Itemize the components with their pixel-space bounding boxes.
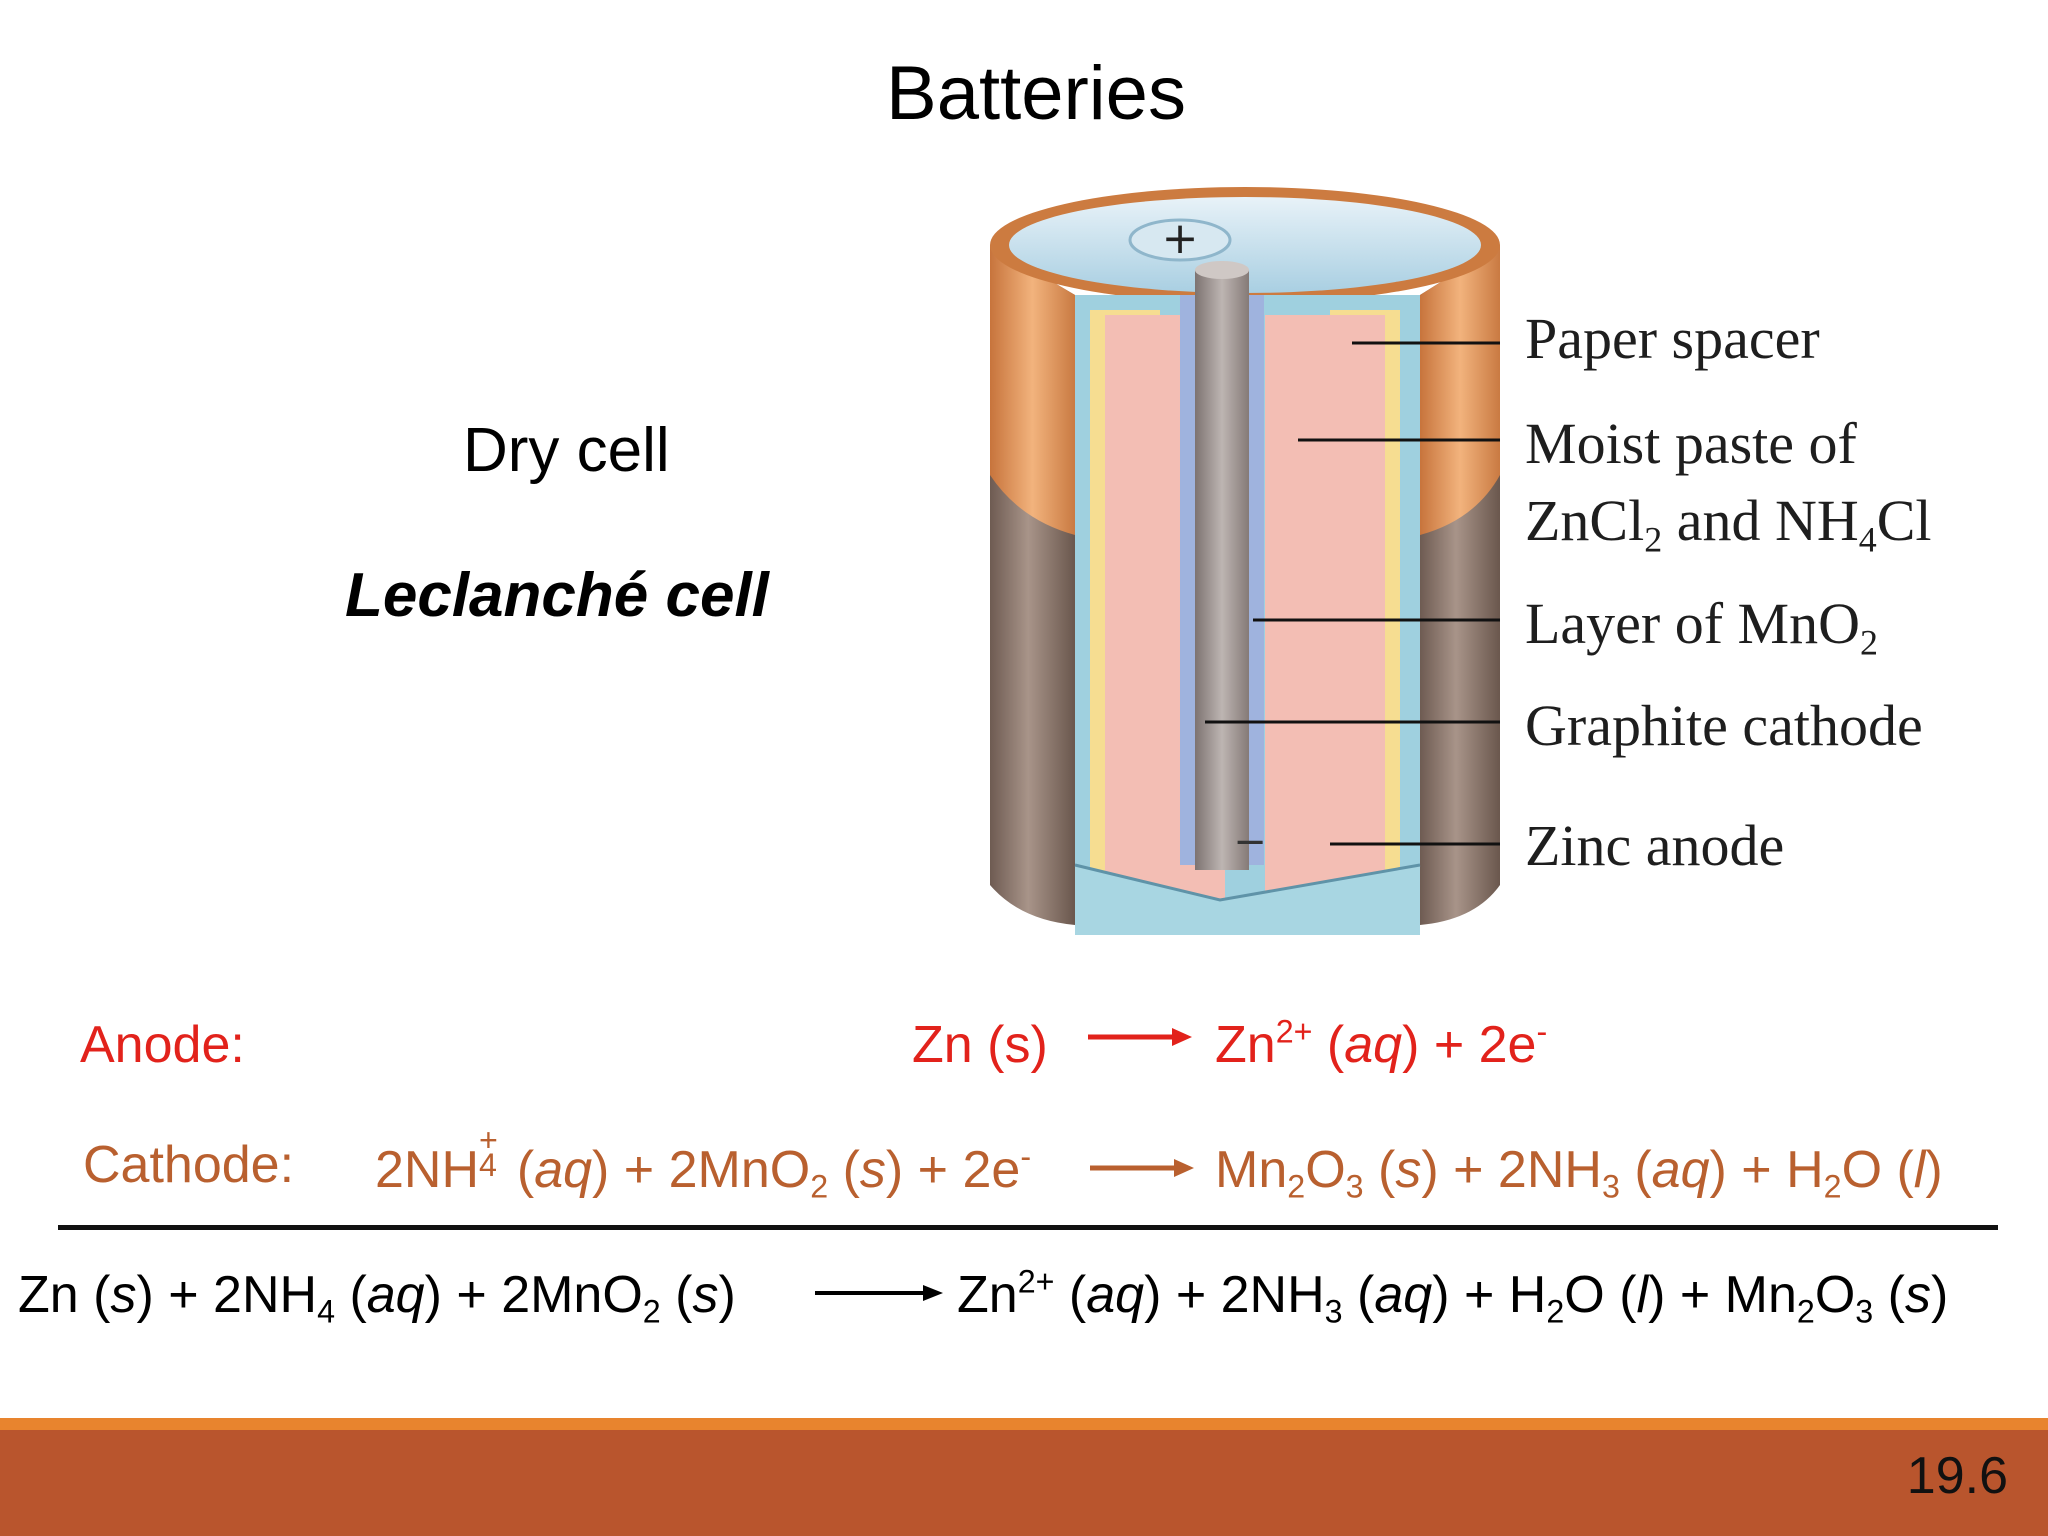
paper-spacer-label: Paper spacer: [1525, 306, 1820, 371]
equation-divider: [58, 1225, 1998, 1230]
anode-product: Zn2+ (aq) + 2e-: [1215, 1013, 1548, 1074]
cathode-products: Mn2O3 (s) + 2NH3 (aq) + H2O (l): [1215, 1141, 1943, 1205]
cathode-reactants: 2NH+4​ (aq) + 2MnO2 (s) + 2e-: [375, 1122, 1032, 1205]
zinc-casing: [990, 245, 1500, 925]
anode-label: Anode:: [80, 1016, 245, 1074]
overall-reactants: Zn (s) + 2NH4 (aq) + 2MnO2 (s): [18, 1266, 736, 1330]
cathode-label: Cathode:: [83, 1136, 295, 1194]
top-cap: +: [990, 187, 1500, 303]
dry-cell-diagram: + −: [990, 187, 1500, 935]
plus-sign: +: [1162, 213, 1199, 264]
anode-reactant: Zn (s): [912, 1016, 1048, 1074]
overall-products: Zn2+ (aq) + 2NH3 (aq) + H2O (l) + Mn2O3 …: [957, 1263, 1949, 1330]
moist-paste-label: Moist paste of: [1525, 411, 1857, 476]
minus-sign: −: [1233, 819, 1267, 865]
zinc-anode-label: Zinc anode: [1525, 813, 1785, 878]
footer-bar: [0, 1430, 2048, 1536]
graphite-cathode-label: Graphite cathode: [1525, 693, 1923, 758]
paste-composition-label: ZnCl2 and NH4Cl: [1525, 488, 1932, 560]
anode-arrow: [1088, 1028, 1192, 1046]
slide-title: Batteries: [886, 51, 1186, 136]
cell-interior: −: [1074, 261, 1421, 935]
dry-cell-label: Dry cell: [463, 416, 670, 485]
slide-number: 19.6: [1906, 1447, 2008, 1505]
mno2-layer-label: Layer of MnO2: [1525, 591, 1878, 663]
cathode-arrow: [1090, 1159, 1194, 1177]
leclanche-cell-label: Leclanché cell: [345, 561, 769, 630]
footer-accent-line: [0, 1418, 2048, 1430]
overall-arrow: [815, 1285, 943, 1301]
leader-lines: [1205, 341, 1500, 846]
